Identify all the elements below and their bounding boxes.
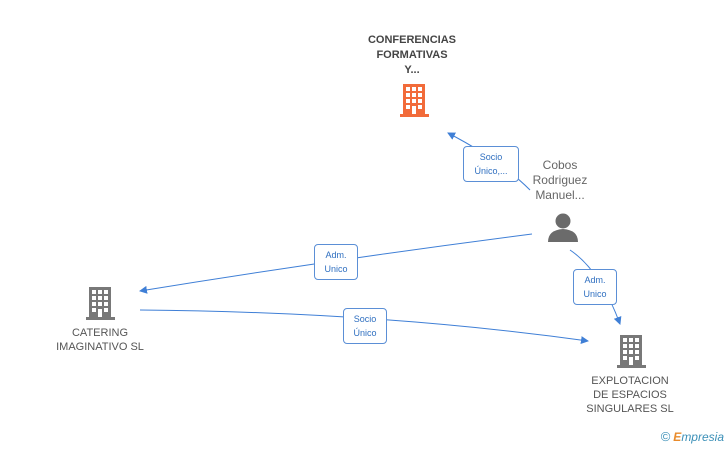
label-line: Cobos [542,158,578,172]
empresia-watermark: ©Empresia [661,429,724,444]
relation-line: Único,... [474,166,508,176]
label-line: IMAGINATIVO SL [56,341,144,353]
node-label-cobos[interactable]: Cobos Rodriguez Manuel... [520,158,600,203]
relation-line: Unico [324,264,348,274]
label-line: Rodriguez [532,173,588,187]
person-icon[interactable] [548,213,578,243]
building-icon[interactable] [617,335,646,368]
building-icon[interactable] [400,84,429,117]
label-line: CONFERENCIAS [367,34,456,46]
label-line: Y... [404,64,420,76]
relation-line: Adm. [325,250,347,260]
label-line: DE ESPACIOS [593,389,667,401]
relation-line: Adm. [584,275,606,285]
label-line: FORMATIVAS [376,49,448,61]
relation-line: Unico [583,289,607,299]
label-line: Manuel... [535,188,585,202]
label-line: CATERING [71,327,129,339]
relation-box-adm-unico[interactable]: Adm. Unico [573,269,617,305]
brand-logo-e: E [673,430,682,444]
brand-logo-text: mpresia [681,430,724,444]
relation-line: Socio [353,314,377,324]
relation-box-socio-unico[interactable]: Socio Único [343,308,387,344]
relation-box-socio-unico[interactable]: Socio Único,... [463,146,519,182]
copyright-symbol: © [660,429,671,444]
label-line: EXPLOTACION [591,375,669,387]
building-icon[interactable] [86,287,115,320]
relation-line: Único [353,328,377,338]
label-line: SINGULARES SL [586,403,674,415]
node-label-catering[interactable]: CATERING IMAGINATIVO SL [40,326,160,354]
node-label-explotacion[interactable]: EXPLOTACION DE ESPACIOS SINGULARES SL [570,374,690,416]
node-label-conferencias[interactable]: CONFERENCIAS FORMATIVAS Y... [342,33,482,78]
relation-box-adm-unico[interactable]: Adm. Unico [314,244,358,280]
relation-line: Socio [479,152,503,162]
